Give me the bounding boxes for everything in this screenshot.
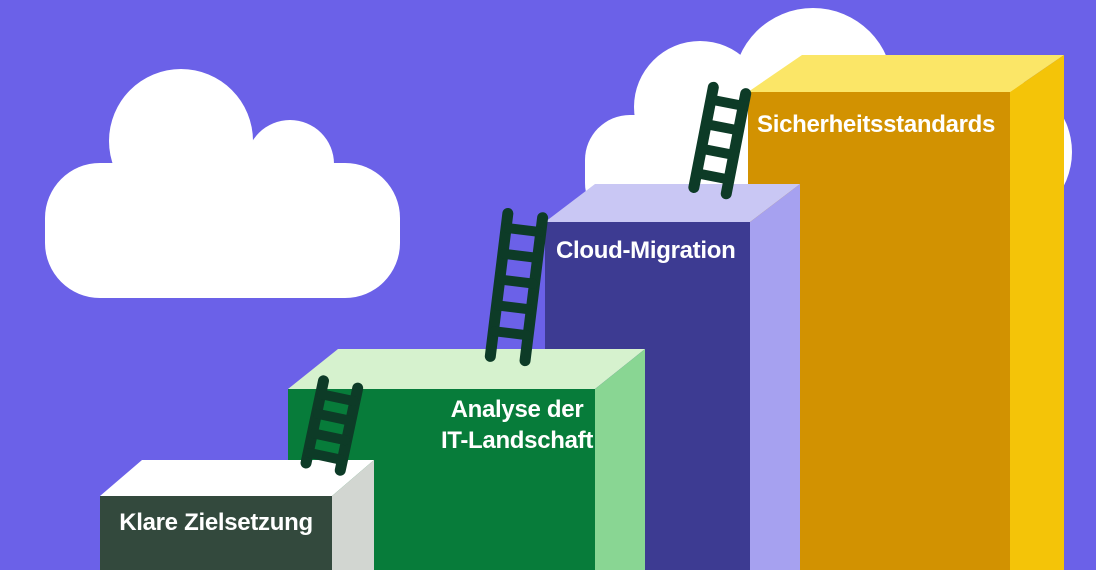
step1-label: Klare Zielsetzung	[119, 509, 313, 536]
step2-top-face	[288, 349, 645, 389]
cloud-left-lobe-small	[246, 120, 334, 208]
step3-top-face	[545, 184, 800, 222]
cloud-left-lobe-big	[109, 69, 253, 213]
step1-top-face	[100, 460, 374, 496]
step3-label: Cloud-Migration	[556, 237, 736, 264]
step2-label: Analyse der IT-Landschaft	[440, 396, 594, 454]
step4-top-face	[748, 55, 1064, 92]
step4-label: Sicherheitsstandards	[757, 111, 996, 138]
step1-front-face	[100, 496, 332, 570]
step3-side-face	[750, 184, 800, 570]
step4-side-face	[1010, 55, 1064, 570]
ladder-2	[484, 207, 549, 367]
step2-side-face	[595, 349, 645, 570]
